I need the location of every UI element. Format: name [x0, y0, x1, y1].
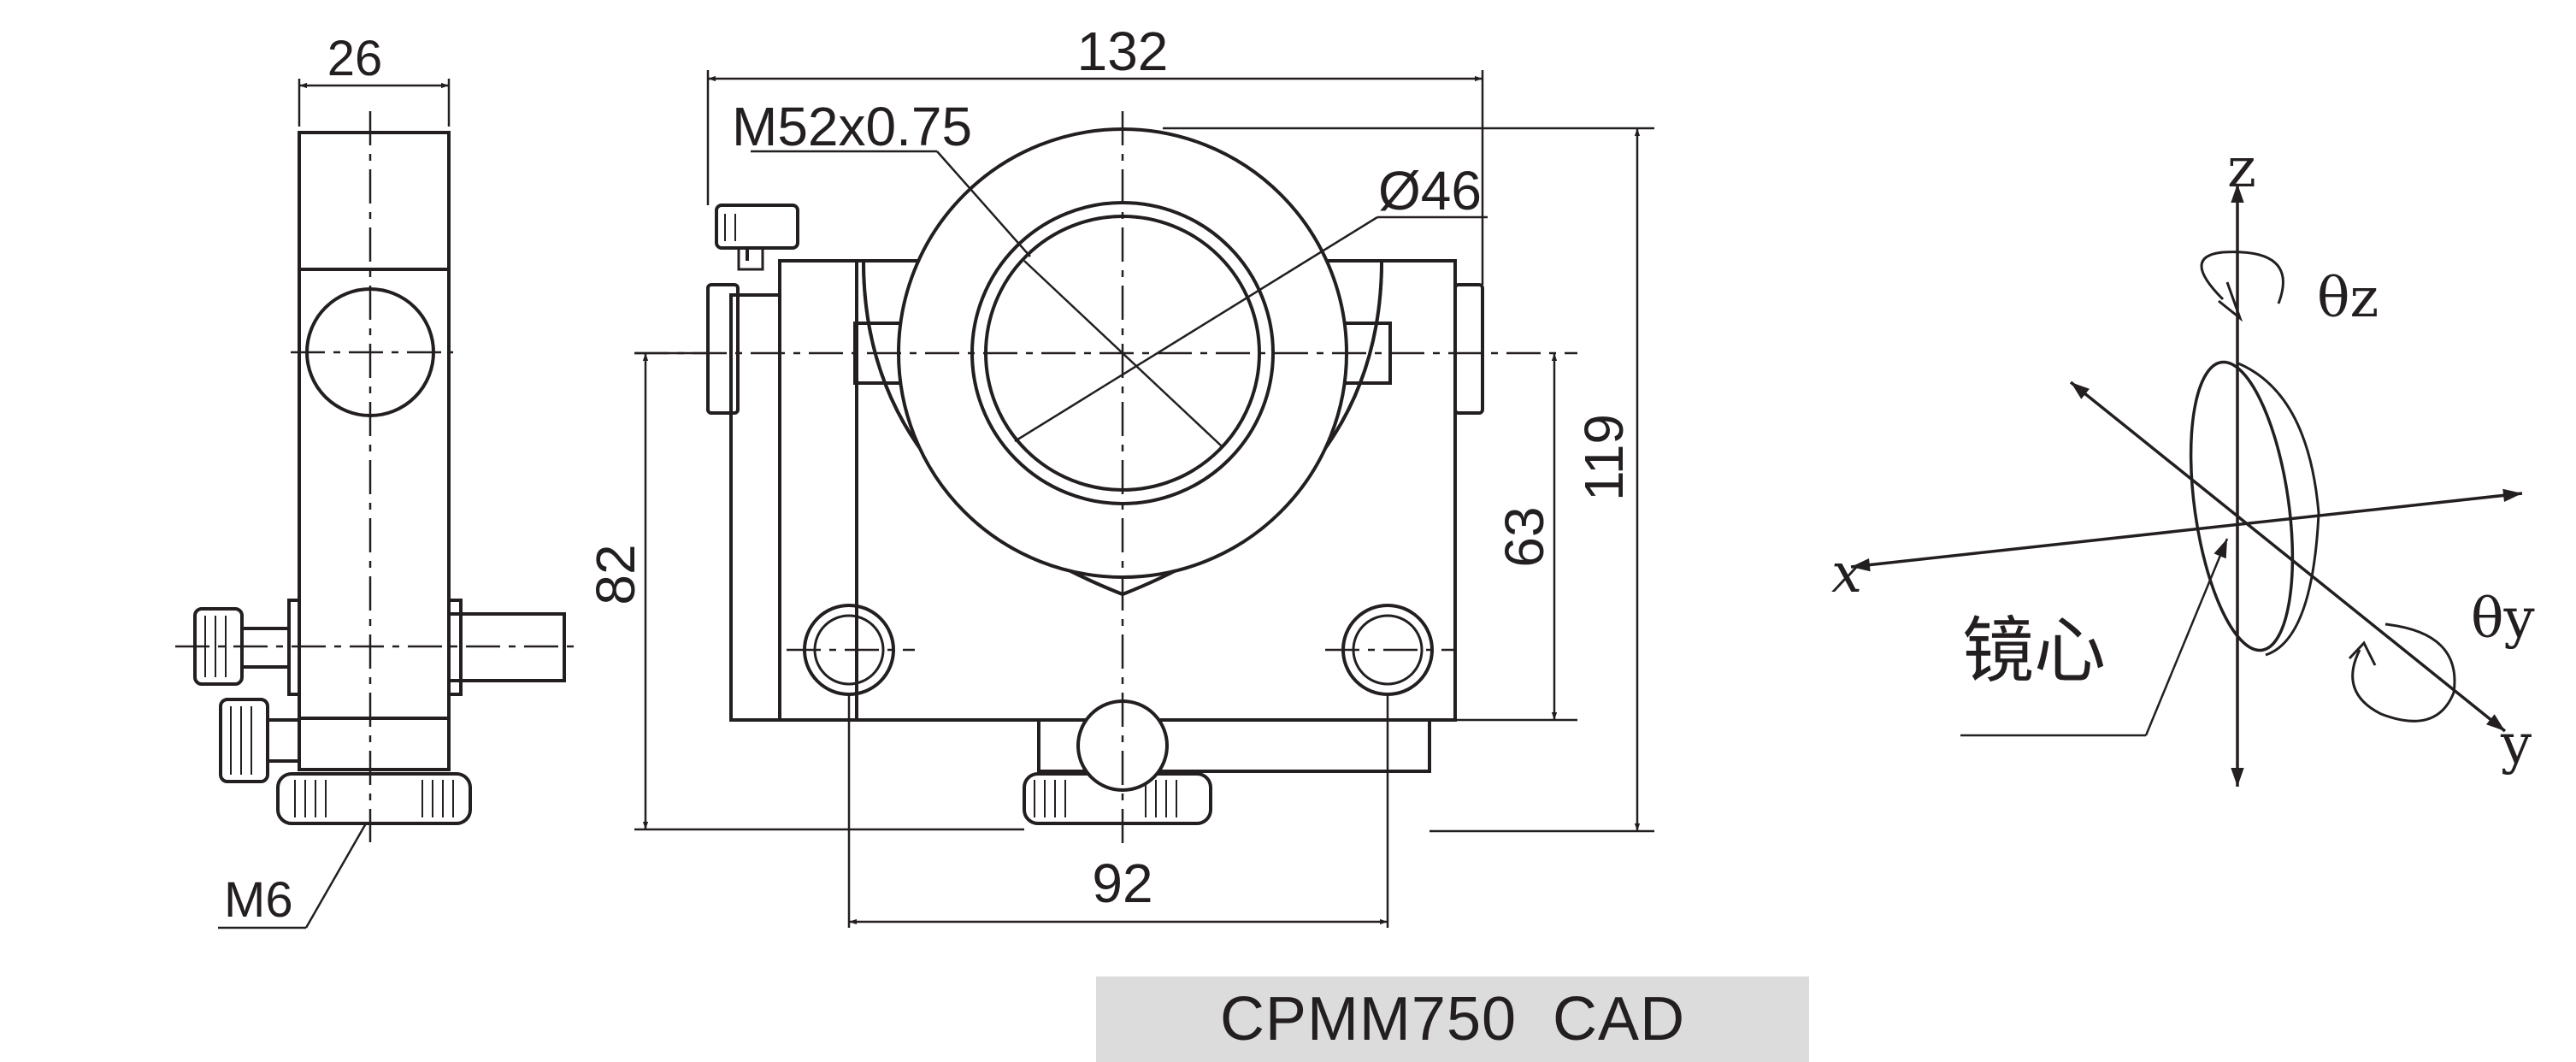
thread-spec-label: M52x0.75 — [732, 96, 972, 157]
front-view-left-axle — [706, 283, 740, 415]
overall-width-label: 132 — [1077, 21, 1169, 82]
front-view — [634, 70, 1654, 928]
hole-spacing-label: 92 — [1092, 853, 1152, 914]
side-view — [175, 79, 581, 929]
theta-z-rotation — [2200, 251, 2284, 304]
side-view-thread-label: M6 — [224, 872, 293, 928]
theta-y-label: θy — [2471, 587, 2535, 651]
axis-height-label: 82 — [585, 544, 646, 605]
theta-y-rotation — [2351, 622, 2456, 723]
caption-label: CPMM750 CAD — [1096, 976, 1809, 1062]
y-axis — [2069, 381, 2507, 733]
front-view-top-knob — [715, 204, 799, 250]
side-view-body — [298, 268, 451, 720]
x-axis — [1850, 488, 2523, 572]
side-view-top-block — [298, 131, 451, 271]
x-axis-label: x — [1831, 542, 1862, 605]
side-view-base-plate — [298, 717, 451, 771]
body-height-label: 63 — [1494, 506, 1555, 567]
theta-z-label: θz — [2317, 267, 2379, 330]
side-view-width-label: 26 — [327, 31, 383, 86]
axes-diagram — [1850, 184, 2523, 787]
mirror-disc — [2189, 360, 2295, 652]
side-view-knob-left-lower — [219, 698, 269, 783]
overall-height-label: 119 — [1573, 414, 1635, 501]
y-axis-label: y — [2500, 713, 2532, 776]
front-view-base-plate — [1037, 718, 1431, 773]
mirror-center-label: 镜心 — [1962, 609, 2106, 693]
side-view-bottom-knob — [276, 772, 472, 825]
z-axis-label: z — [2227, 137, 2256, 200]
aperture-label: Ø46 — [1378, 160, 1482, 221]
front-view-right-axle — [1453, 283, 1484, 415]
